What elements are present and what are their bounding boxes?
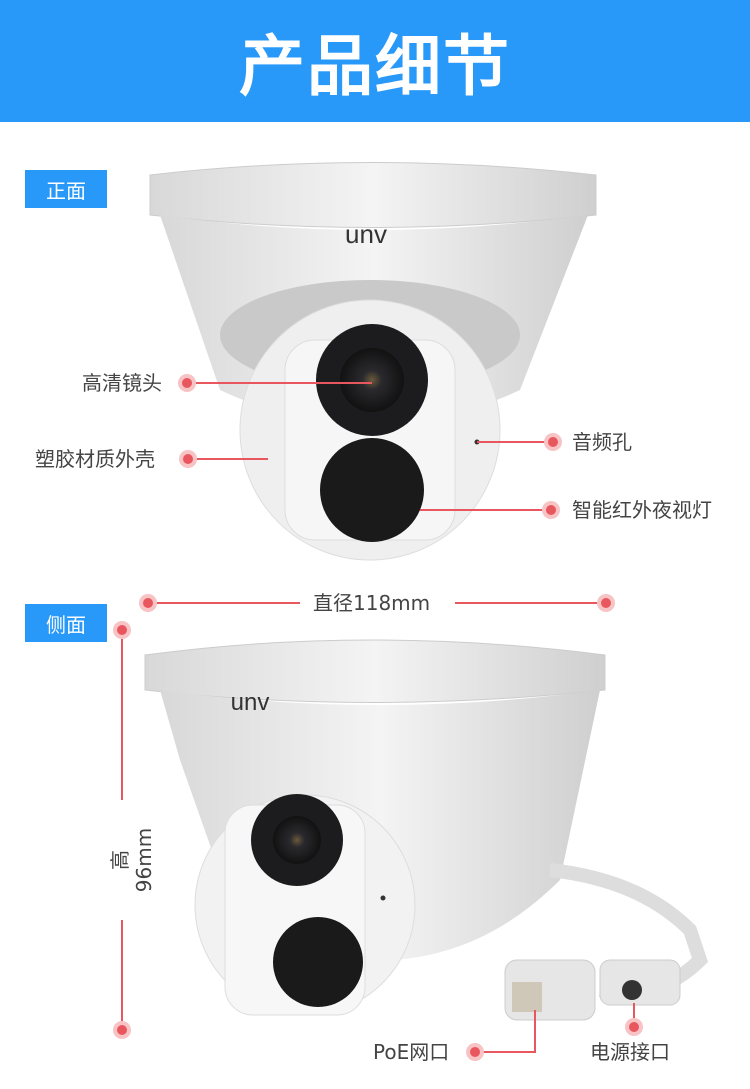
ir-label: 智能红外夜视灯 xyxy=(572,498,712,522)
side-camera: unv xyxy=(144,639,709,1021)
mic-label: 音频孔 xyxy=(572,430,632,454)
height-label: 高96mm xyxy=(108,827,156,893)
power-port-label: 电源接口 xyxy=(590,1040,670,1064)
callout-dots xyxy=(113,374,643,1061)
page-title: 产品细节 xyxy=(239,28,511,105)
poe-port-label: PoE网口 xyxy=(373,1040,450,1064)
diameter-label: 直径118mm xyxy=(313,591,431,615)
front-logo: unv xyxy=(345,219,387,249)
front-camera: unv xyxy=(149,162,597,561)
front-view-tag: 正面 xyxy=(25,170,107,208)
lens-label: 高清镜头 xyxy=(82,371,162,395)
side-view-tag: 侧面 xyxy=(25,604,107,642)
callout-lines xyxy=(121,382,635,1053)
shell-label: 塑胶材质外壳 xyxy=(35,447,155,471)
side-logo: unv xyxy=(231,689,270,716)
page-header: 产品细节 xyxy=(0,0,750,122)
